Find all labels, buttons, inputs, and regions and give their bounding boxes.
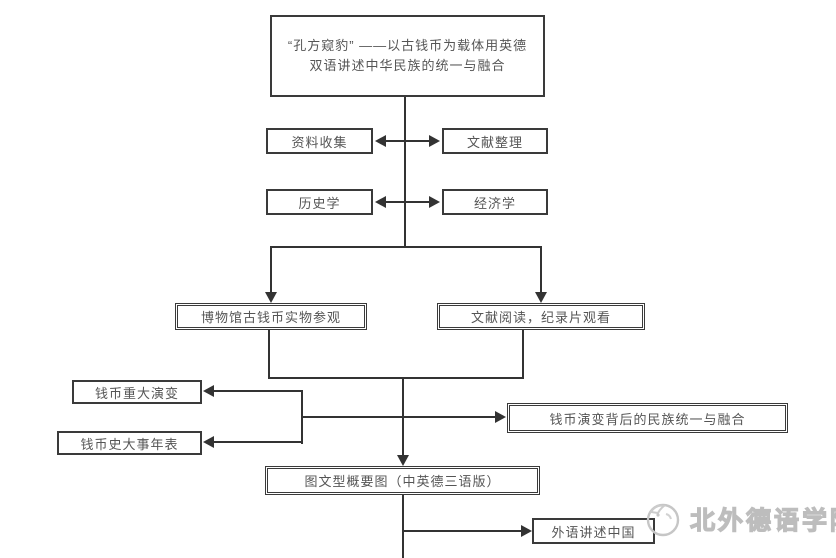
connector-row2 (384, 140, 431, 142)
project-title-line1: “孔方窥豹” ——以古钱币为载体用英德 (287, 38, 528, 53)
connector-trunk-exit (402, 495, 404, 558)
box-literature-organization: 文献整理 (442, 128, 548, 154)
connector-split-left (270, 246, 272, 293)
box-national-unity-behind-coins-label: 钱币演变背后的民族统一与融合 (549, 411, 746, 427)
arrowhead-left-icon (203, 385, 214, 397)
box-coin-history-timeline: 钱币史大事年表 (57, 431, 202, 455)
arrowhead-left-icon (203, 436, 214, 448)
box-museum-visit-label: 博物馆古钱币实物参观 (200, 310, 341, 325)
box-data-collection-label: 资料收集 (291, 134, 348, 150)
arrowhead-right-icon (429, 135, 440, 147)
connector-to-coin-timeline (213, 441, 303, 443)
arrowhead-right-icon (429, 196, 440, 208)
watermark: 北外德语学院 (644, 500, 836, 538)
connector-split-horizontal (270, 246, 542, 248)
watermark-text: 北外德语学院 (689, 506, 836, 535)
arrowhead-down-icon (397, 455, 409, 466)
bfsu-german-logo-icon (646, 503, 680, 537)
box-history-label: 历史学 (298, 195, 341, 211)
box-data-collection: 资料收集 (266, 128, 373, 154)
box-economics-label: 经济学 (473, 195, 516, 211)
connector-to-coin-evolution (213, 390, 303, 392)
connector-trunk-top (404, 97, 406, 248)
box-trilingual-summary-chart: 图文型概要图（中英德三语版） (265, 466, 540, 495)
arrowhead-right-icon (521, 525, 532, 537)
connector-merge-left (268, 330, 270, 379)
arrowhead-left-icon (375, 196, 386, 208)
connector-split-right (540, 246, 542, 293)
box-reading-documentary: 文献阅读，纪录片观看 (437, 303, 645, 330)
connector-to-foreign-language (403, 530, 521, 532)
box-foreign-language-china: 外语讲述中国 (532, 518, 655, 544)
box-history: 历史学 (266, 189, 373, 215)
box-national-unity-behind-coins: 钱币演变背后的民族统一与融合 (507, 403, 788, 433)
box-coin-major-evolution-label: 钱币重大演变 (94, 385, 179, 401)
box-literature-organization-label: 文献整理 (466, 134, 523, 150)
box-coin-history-timeline-label: 钱币史大事年表 (80, 436, 179, 452)
connector-to-national-unity (302, 416, 496, 418)
box-coin-major-evolution: 钱币重大演变 (72, 380, 202, 404)
box-foreign-language-china-label: 外语讲述中国 (551, 524, 636, 540)
box-economics: 经济学 (442, 189, 548, 215)
arrowhead-down-icon (265, 292, 277, 303)
arrowhead-down-icon (535, 292, 547, 303)
arrowhead-right-icon (495, 411, 506, 423)
box-trilingual-summary-chart-label: 图文型概要图（中英德三语版） (304, 474, 501, 489)
connector-merge-horizontal (268, 377, 524, 379)
connector-merge-right (522, 330, 524, 379)
box-project-title: “孔方窥豹” ——以古钱币为载体用英德 双语讲述中华民族的统一与融合 (270, 15, 545, 97)
box-museum-visit: 博物馆古钱币实物参观 (175, 303, 367, 330)
arrowhead-left-icon (375, 135, 386, 147)
project-title-line2: 双语讲述中华民族的统一与融合 (309, 58, 506, 73)
connector-row3 (384, 201, 431, 203)
box-reading-documentary-label: 文献阅读，纪录片观看 (470, 310, 611, 325)
